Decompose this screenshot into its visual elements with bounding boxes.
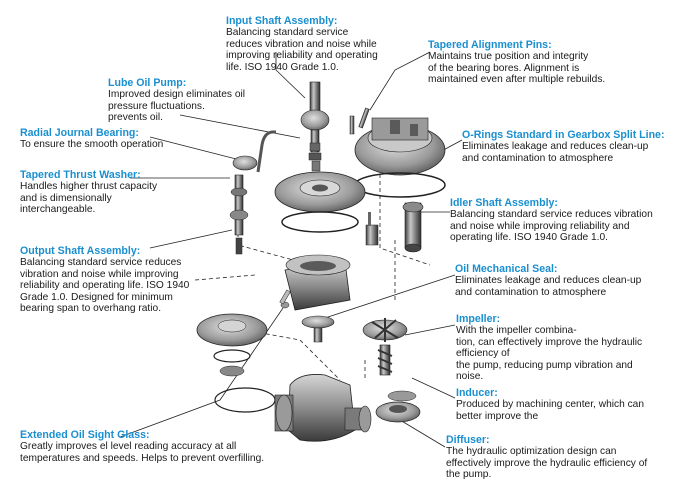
callout-extended-oil-sight-glass: Extended Oil Sight Glass: Greatly improv…: [20, 429, 265, 464]
callout-title: Tapered Alignment Pins:: [428, 39, 552, 51]
callout-line: noise.: [456, 371, 484, 383]
callout-line: the pump.: [446, 469, 492, 481]
callout-line: Eliminates leakage and reduces clean-up: [462, 141, 649, 153]
leader-mech-seal: [324, 274, 456, 319]
impeller-part: [362, 318, 408, 342]
alignment-pins-part: [349, 107, 370, 135]
callout-line: Balancing standard service reduces: [20, 257, 182, 269]
callout-line: and noise while improving reliability an…: [450, 220, 630, 232]
callout-line: Greatly improves el level reading accura…: [20, 441, 237, 453]
callout-line: and contamination to atmosphere: [455, 286, 607, 298]
gearbox-cover-part: [354, 117, 446, 176]
lube-oil-pump-part: [309, 142, 321, 172]
callout-title: Lube Oil Pump:: [108, 77, 187, 89]
callout-line: prevents oil.: [108, 112, 163, 124]
callout-title: O-Rings Standard in Gearbox Split Line:: [462, 129, 665, 141]
o-ring-middle: [281, 211, 359, 233]
leader-input-shaft: [275, 52, 306, 99]
callout-title: Idler Shaft Assembly:: [450, 197, 558, 209]
callout-line: effectively improve the hydraulic effici…: [446, 457, 648, 469]
callout-title: Input Shaft Assembly:: [226, 15, 338, 27]
callout-oil-mechanical-seal: Oil Mechanical Seal: Eliminates leakage …: [455, 263, 642, 298]
callout-line: the pump, reducing pump vibration and: [456, 359, 633, 371]
leader-alignment-pins: [369, 51, 431, 111]
callout-title: Tapered Thrust Washer:: [20, 169, 141, 181]
callout-title: Oil Mechanical Seal:: [455, 263, 558, 275]
o-ring-upper: [354, 172, 446, 198]
sight-glass-part: [279, 289, 291, 309]
callout-diffuser: Diffuser: The hydraulic optimization des…: [446, 434, 648, 481]
callout-output-shaft-assembly: Output Shaft Assembly: Balancing standar…: [20, 245, 190, 315]
callout-line: maintained even after multiple rebuilds.: [428, 74, 606, 86]
callout-lube-oil-pump: Lube Oil Pump: Improved design eliminate…: [108, 77, 246, 124]
leader-inducer: [411, 377, 456, 399]
callout-line: vibration and noise while improving: [20, 268, 179, 280]
leader-impeller: [404, 324, 456, 336]
gearbox-housing-part: [284, 254, 351, 311]
callout-line: interchangeable.: [20, 204, 96, 216]
filter-part: [365, 212, 379, 246]
callout-title: Diffuser:: [446, 434, 490, 446]
callout-line: improving reliability and operating: [226, 50, 378, 62]
callout-line: Balancing standard service reduces vibra…: [450, 209, 653, 221]
leader-radial-bearing: [149, 136, 241, 161]
callout-o-rings: O-Rings Standard in Gearbox Split Line: …: [462, 129, 665, 164]
bearing-plate-part: [274, 171, 366, 213]
callout-line: The hydraulic optimization design can: [446, 446, 617, 458]
callout-line: and contamination to atmosphere: [462, 152, 614, 164]
callout-idler-shaft-assembly: Idler Shaft Assembly: Balancing standard…: [450, 197, 653, 244]
input-shaft-part: [300, 81, 330, 161]
callout-line: Improved design eliminates oil: [108, 89, 246, 101]
callout-input-shaft-assembly: Input Shaft Assembly: Balancing standard…: [226, 15, 378, 73]
callout-tapered-alignment-pins: Tapered Alignment Pins: Maintains true p…: [428, 39, 606, 86]
callout-title: Radial Journal Bearing:: [20, 127, 139, 139]
callout-title: Extended Oil Sight Glass:: [20, 429, 150, 441]
diffuser-part: [375, 390, 421, 423]
pump-casing-part: [214, 374, 372, 442]
callout-line: reliability and operating life. ISO 1940: [20, 280, 190, 292]
callout-line: With the impeller combina-: [456, 325, 577, 337]
callout-impeller: Impeller: With the impeller combina-tion…: [456, 313, 643, 383]
radial-bearing-part: [232, 130, 276, 173]
output-shaft-part: [229, 174, 249, 255]
leader-lube-oil-pump: [179, 114, 301, 139]
callout-line: Handles higher thrust capacity: [20, 181, 158, 193]
callout-title: Impeller:: [456, 313, 501, 325]
callout-line: of the bearing bores. Alignment is: [428, 62, 580, 74]
callout-line: better improve the: [456, 410, 539, 422]
callout-line: reduces vibration and noise while: [226, 38, 377, 50]
callout-title: Output Shaft Assembly:: [20, 245, 141, 257]
callout-line: Produced by machining center, which can: [456, 399, 645, 411]
callout-title: Inducer:: [456, 387, 498, 399]
callout-line: tion, can effectively improve the hydrau…: [456, 336, 643, 348]
inducer-part: [377, 344, 393, 376]
mechanical-seal-part: [301, 315, 335, 343]
callout-line: pressure fluctuations.: [108, 100, 205, 112]
callout-line: Eliminates leakage and reduces clean-up: [455, 275, 642, 287]
assembly-guides: [194, 160, 431, 381]
leader-diffuser: [399, 419, 446, 448]
callout-tapered-thrust-washer: Tapered Thrust Washer: Handles higher th…: [20, 169, 158, 216]
callout-line: temperatures and speeds. Helps to preven…: [20, 452, 265, 464]
callout-radial-journal-bearing: Radial Journal Bearing: To ensure the sm…: [20, 127, 164, 151]
callout-inducer: Inducer: Produced by machining center, w…: [456, 387, 645, 422]
callout-line: Maintains true position and integrity: [428, 51, 589, 63]
callout-line: Grade 1.0. Designed for minimum: [20, 291, 173, 303]
callout-line: operating life. ISO 1940 Grade 1.0.: [450, 232, 609, 244]
left-flange-part: [196, 313, 268, 377]
callout-line: bearing span to overhang ratio.: [20, 303, 162, 315]
callout-line: Balancing standard service: [226, 27, 349, 39]
callout-line: and is dimensionally: [20, 192, 112, 204]
leader-output-shaft: [149, 229, 233, 249]
callout-line: life. ISO 1940 Grade 1.0.: [226, 61, 339, 73]
callout-line: efficiency of: [456, 348, 510, 360]
idler-shaft-part: [402, 201, 424, 253]
callout-line: To ensure the smooth operation: [20, 139, 164, 151]
